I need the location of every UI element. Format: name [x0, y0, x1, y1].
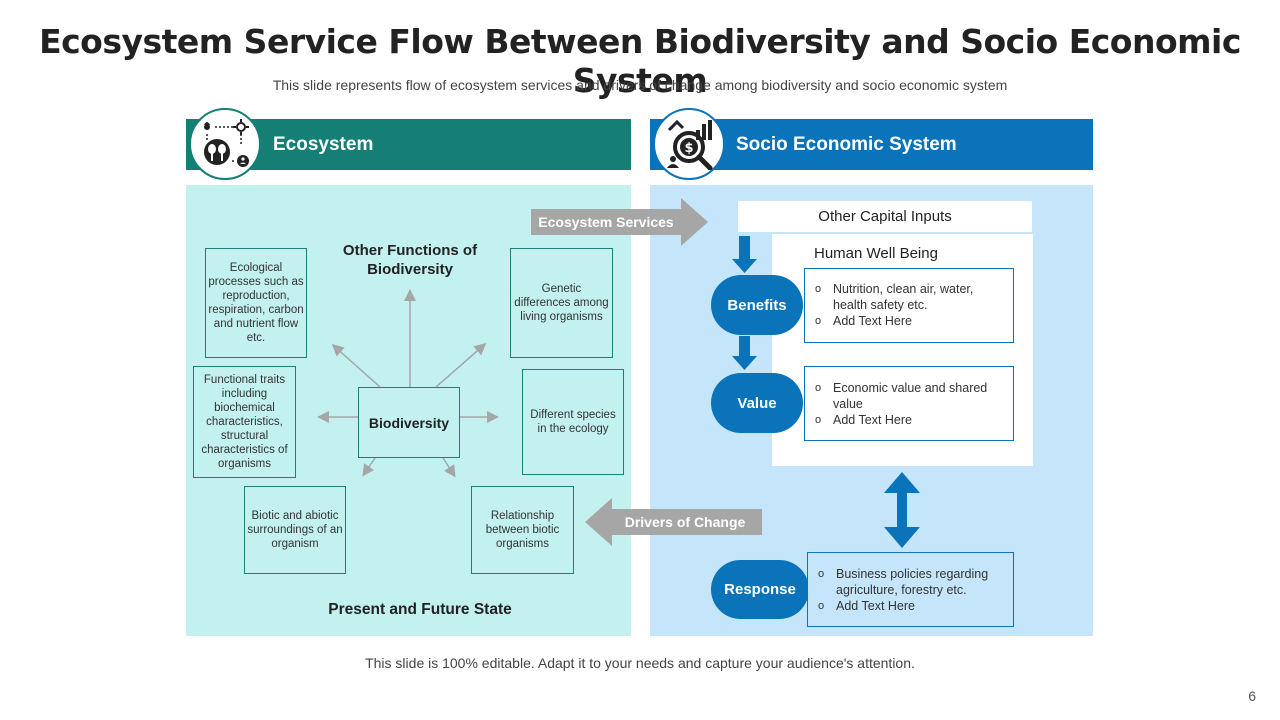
page-title: Ecosystem Service Flow Between Biodivers…	[39, 22, 1241, 100]
ecological-processes-box: Ecological processes such as reproductio…	[205, 248, 307, 358]
drivers-of-change-label: Drivers of Change	[624, 514, 746, 530]
response-pill: Response	[711, 560, 809, 619]
footer-note: This slide is 100% editable. Adapt it to…	[365, 655, 915, 671]
page-number: 6	[1248, 688, 1256, 704]
ecosystem-icon	[189, 108, 261, 180]
biotic-surroundings-box: Biotic and abiotic surroundings of an or…	[244, 486, 346, 574]
svg-text:$: $	[684, 141, 693, 156]
genetic-differences-box: Genetic differences among living organis…	[510, 248, 613, 358]
value-item: Economic value and shared value	[815, 380, 1005, 412]
different-species-box: Different species in the ecology	[522, 369, 624, 475]
benefits-item: Add Text Here	[815, 313, 1005, 329]
value-detail-box: Economic value and shared value Add Text…	[804, 366, 1014, 441]
response-item: Add Text Here	[818, 598, 1005, 614]
response-detail-box: Business policies regarding agriculture,…	[807, 552, 1014, 627]
finance-analysis-icon: $	[653, 108, 725, 180]
page-subtitle: This slide represents flow of ecosystem …	[272, 77, 1008, 93]
socio-economic-header: Socio Economic System	[650, 119, 1093, 170]
ecosystem-services-label: Ecosystem Services	[538, 214, 674, 230]
human-well-being-title: Human Well Being	[814, 245, 938, 262]
benefits-item: Nutrition, clean air, water, health safe…	[815, 281, 1005, 313]
present-future-state-label: Present and Future State	[328, 601, 512, 618]
value-pill: Value	[711, 373, 803, 433]
socio-economic-header-label: Socio Economic System	[736, 133, 957, 155]
biodiversity-center-box: Biodiversity	[358, 387, 460, 458]
benefits-pill: Benefits	[711, 275, 803, 335]
response-item: Business policies regarding agriculture,…	[818, 566, 1005, 598]
ecosystem-panel	[186, 185, 631, 636]
relationship-box: Relationship between biotic organisms	[471, 486, 574, 574]
benefits-detail-box: Nutrition, clean air, water, health safe…	[804, 268, 1014, 343]
ecosystem-header-label: Ecosystem	[273, 133, 374, 155]
value-item: Add Text Here	[815, 412, 1005, 428]
other-capital-inputs-box: Other Capital Inputs	[738, 201, 1032, 232]
functional-traits-box: Functional traits including biochemical …	[193, 366, 296, 478]
other-functions-label: Other Functions of Biodiversity	[342, 242, 478, 278]
